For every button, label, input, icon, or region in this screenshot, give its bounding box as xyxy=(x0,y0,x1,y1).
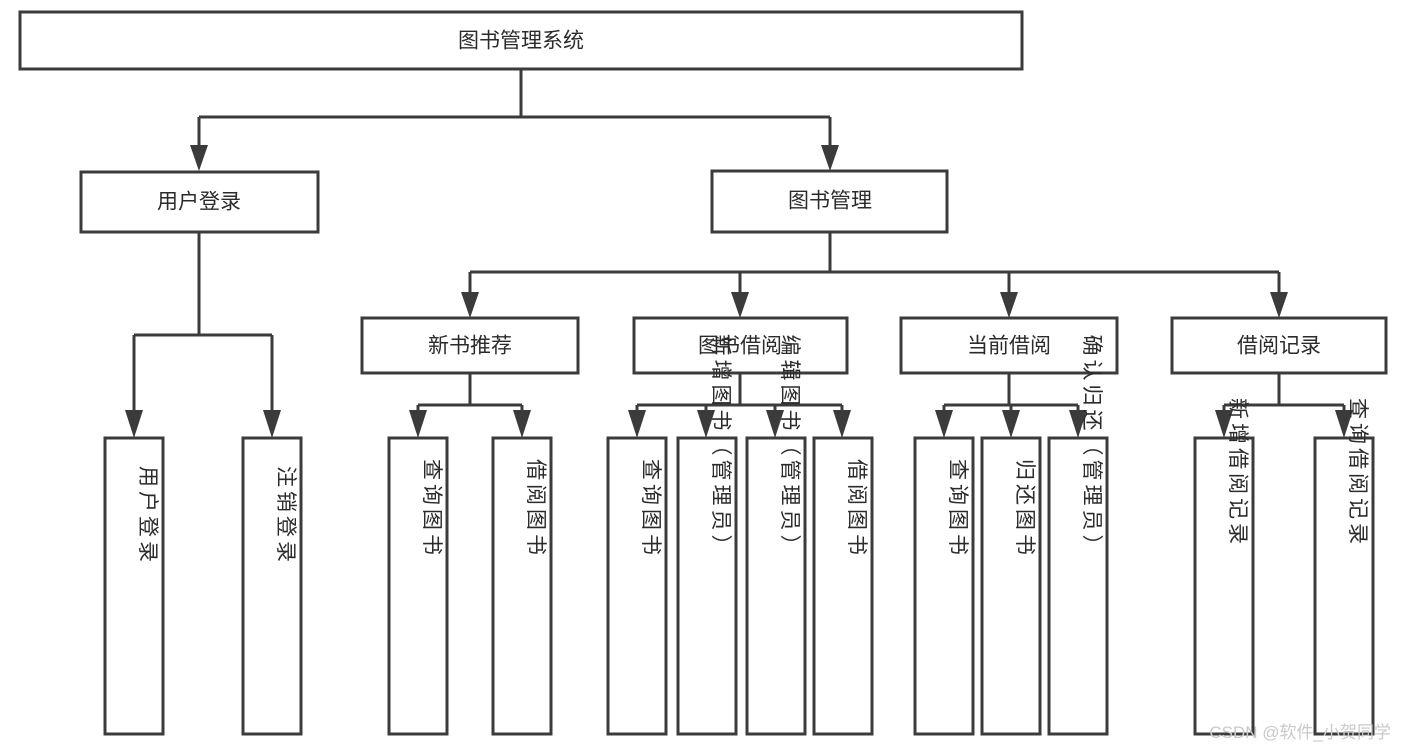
arrow-head-user-login-c2 xyxy=(263,410,281,438)
leaf-current-borrow-0-label: 查询图书 xyxy=(946,459,969,559)
leaf-user-login-0-box[interactable] xyxy=(103,436,165,736)
arrow-head-borrow-record-c1 xyxy=(1215,410,1233,438)
leaf-book-borrow-2-box[interactable] xyxy=(745,436,807,736)
arrow-head-current-borrow-c1 xyxy=(935,410,953,438)
arrow-head-book-manage xyxy=(821,145,839,171)
leaf-current-borrow-0-box[interactable] xyxy=(913,436,975,736)
node-user-login-label: 用户登录 xyxy=(157,191,241,214)
node-current-borrow[interactable]: 当前借阅 xyxy=(899,316,1119,375)
node-book-borrow[interactable]: 图书借阅 xyxy=(632,316,849,375)
leaf-user-login-1[interactable]: 注销登录 xyxy=(241,436,303,736)
leaf-new-book-1-box[interactable] xyxy=(491,436,553,736)
arrow-head-borrow-record xyxy=(1270,292,1288,318)
leaf-current-borrow-1[interactable]: 归还图书 xyxy=(980,436,1042,736)
leaf-user-login-0[interactable]: 用户登录 xyxy=(103,436,165,736)
arrow-head-user-login-c1 xyxy=(125,410,143,438)
leaf-book-borrow-3-label: 借阅图书 xyxy=(845,459,868,559)
leaf-book-borrow-0-label: 查询图书 xyxy=(639,459,662,559)
node-borrow-record[interactable]: 借阅记录 xyxy=(1170,316,1388,375)
node-root-label: 图书管理系统 xyxy=(458,30,584,53)
leaf-user-login-0-label: 用户登录 xyxy=(136,466,159,566)
node-book-manage-box[interactable] xyxy=(710,169,949,234)
leaf-borrow-record-1[interactable]: 查询借阅记录 xyxy=(1313,398,1375,736)
leaf-book-borrow-2-label: 编辑图书（管理员） xyxy=(778,335,801,560)
arrow-head-current-borrow-c2 xyxy=(1002,410,1020,438)
arrow-head-book-borrow-c1 xyxy=(628,410,646,438)
node-root-box[interactable] xyxy=(18,10,1024,71)
node-new-book-recommend-box[interactable] xyxy=(360,316,580,375)
leaf-new-book-0-box[interactable] xyxy=(387,436,449,736)
leaf-new-book-0[interactable]: 查询图书 xyxy=(387,436,449,736)
leaf-user-login-1-box[interactable] xyxy=(241,436,303,736)
leaf-borrow-record-0[interactable]: 新增借阅记录 xyxy=(1193,398,1255,736)
leaf-current-borrow-0[interactable]: 查询图书 xyxy=(913,436,975,736)
leaf-new-book-0-label: 查询图书 xyxy=(420,459,443,559)
node-book-manage-label: 图书管理 xyxy=(788,190,872,213)
node-book-borrow-label: 图书借阅 xyxy=(698,335,782,358)
node-current-borrow-label: 当前借阅 xyxy=(967,335,1051,358)
arrow-head-new-book-c2 xyxy=(513,410,531,438)
arrow-head-book-borrow-c2 xyxy=(697,410,715,438)
arrow-head-book-borrow xyxy=(731,292,749,318)
leaf-borrow-record-1-label: 查询借阅记录 xyxy=(1346,398,1369,548)
node-book-borrow-box[interactable] xyxy=(632,316,849,375)
leaf-new-book-1[interactable]: 借阅图书 xyxy=(491,436,553,736)
leaf-current-borrow-2-box[interactable] xyxy=(1047,436,1109,736)
arrow-head-borrow-record-c2 xyxy=(1335,410,1353,438)
leaf-book-borrow-3-box[interactable] xyxy=(812,436,874,736)
leaf-current-borrow-2[interactable]: 确认归还（管理员） xyxy=(1047,335,1109,736)
leaf-user-login-1-label: 注销登录 xyxy=(274,466,297,566)
arrow-head-current-borrow xyxy=(1000,292,1018,318)
node-user-login[interactable]: 用户登录 xyxy=(79,170,320,234)
leaf-current-borrow-1-box[interactable] xyxy=(980,436,1042,736)
leaf-current-borrow-1-label: 归还图书 xyxy=(1013,459,1036,559)
arrow-head-current-borrow-c3 xyxy=(1069,410,1087,438)
leaf-borrow-record-1-box[interactable] xyxy=(1313,436,1375,736)
leaf-borrow-record-0-box[interactable] xyxy=(1193,436,1255,736)
arrow-head-book-borrow-c4 xyxy=(833,410,851,438)
leaf-borrow-record-0-label: 新增借阅记录 xyxy=(1226,398,1249,548)
arrow-head-book-borrow-c3 xyxy=(766,410,784,438)
leaf-book-borrow-1-box[interactable] xyxy=(676,436,738,736)
leaf-book-borrow-0-box[interactable] xyxy=(606,436,668,736)
edges-layer xyxy=(125,69,1353,438)
arrow-head-new-book-c1 xyxy=(409,410,427,438)
node-current-borrow-box[interactable] xyxy=(899,316,1119,375)
leaf-book-borrow-3[interactable]: 借阅图书 xyxy=(812,436,874,736)
leaf-book-borrow-0[interactable]: 查询图书 xyxy=(606,436,668,736)
node-borrow-record-box[interactable] xyxy=(1170,316,1388,375)
node-book-manage[interactable]: 图书管理 xyxy=(710,169,949,234)
leaf-new-book-1-label: 借阅图书 xyxy=(524,459,547,559)
arrow-head-user-login xyxy=(190,145,208,171)
leaf-current-borrow-2-label: 确认归还（管理员） xyxy=(1080,335,1103,560)
node-root[interactable]: 图书管理系统 xyxy=(18,10,1024,71)
leaf-book-borrow-1[interactable]: 新增图书（管理员） xyxy=(676,335,738,736)
node-new-book-recommend-label: 新书推荐 xyxy=(428,335,512,358)
arrow-head-new-book xyxy=(461,292,479,318)
leaf-book-borrow-2[interactable]: 编辑图书（管理员） xyxy=(745,335,807,736)
node-user-login-box[interactable] xyxy=(79,170,320,234)
node-new-book-recommend[interactable]: 新书推荐 xyxy=(360,316,580,375)
leaf-book-borrow-1-label: 新增图书（管理员） xyxy=(709,335,732,560)
node-borrow-record-label: 借阅记录 xyxy=(1237,335,1321,358)
